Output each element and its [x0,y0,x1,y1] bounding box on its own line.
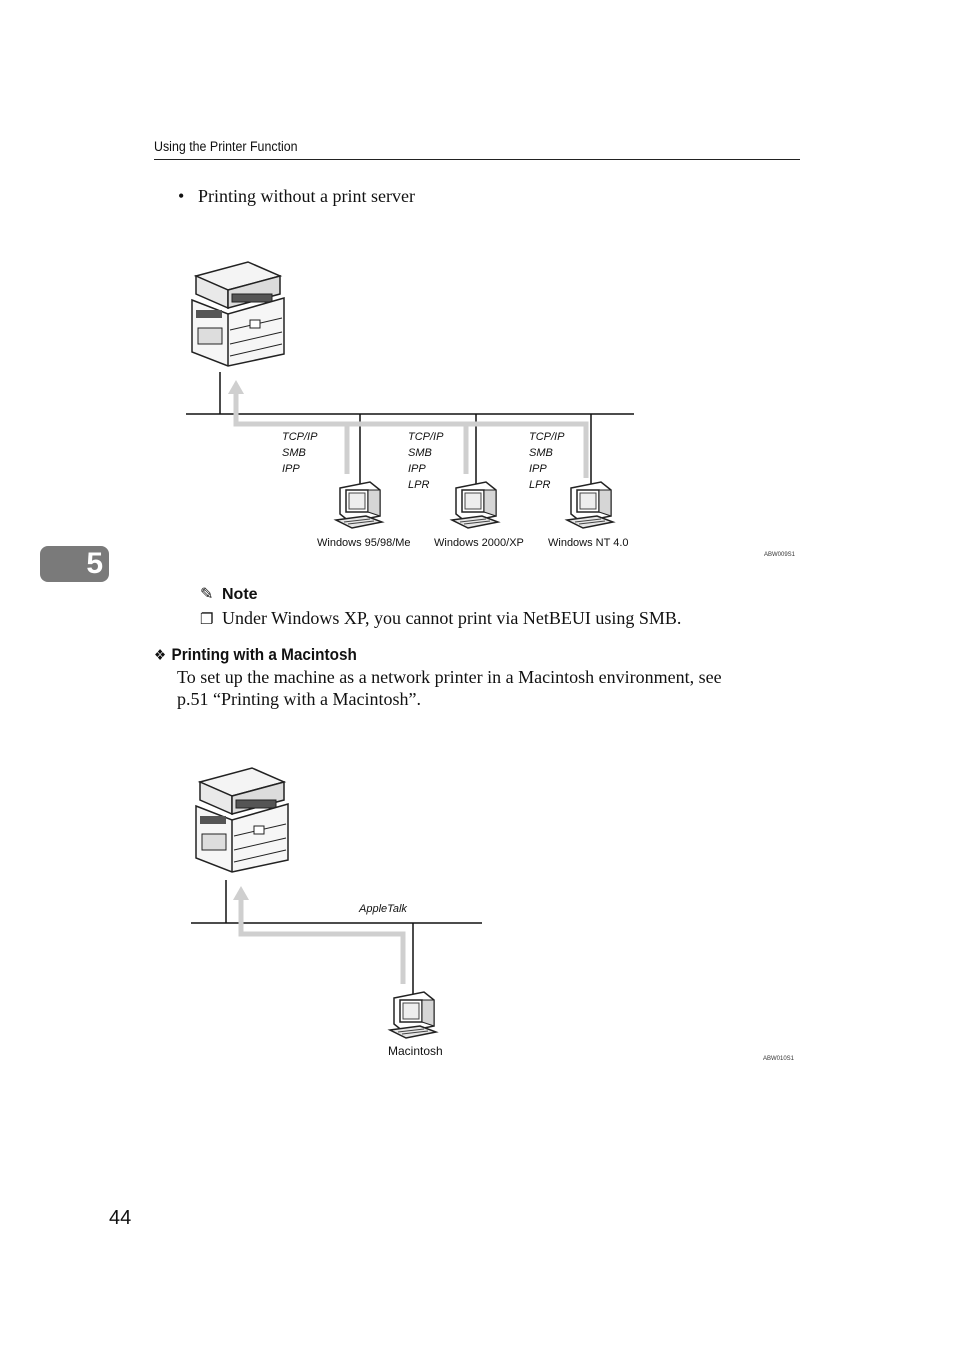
protocol-label: TCP/IP [529,431,565,443]
computer-icon [389,991,437,1039]
note-heading: ✎ Note [200,584,258,604]
client-label: Macintosh [388,1044,443,1058]
section-body-line1: To set up the machine as a network print… [177,667,722,687]
computer-icon [566,481,614,529]
running-header: Using the Printer Function [154,139,298,154]
printer-icon [195,767,289,873]
diamond-bullet-icon: ❖ [154,646,167,664]
printer-icon [191,261,285,367]
client-label: Windows 2000/XP [434,537,524,549]
figure-id: ABW010S1 [763,1056,795,1062]
protocol-label: LPR [408,479,429,491]
bullet-dot: • [178,186,185,206]
protocol-label: IPP [408,463,426,475]
section-heading-text: Printing with a Macintosh [171,645,357,664]
network-diagram-windows: TCP/IP SMB IPP TCP/IP SMB IPP LPR TCP/IP… [186,261,796,558]
protocol-label: SMB [282,447,306,459]
header-rule [154,159,800,160]
protocol-label: IPP [282,463,300,475]
protocol-label: SMB [408,447,432,459]
computer-icon [451,481,499,529]
figure-id: ABW009S1 [764,552,796,558]
note-item: ❐ Under Windows XP, you cannot print via … [200,608,681,629]
page-number: 44 [109,1207,132,1229]
bullet-text: Printing without a print server [198,186,415,206]
section-heading: ❖Printing with a Macintosh [154,645,357,665]
print-flow-arrow [238,896,406,984]
protocol-label: SMB [529,447,553,459]
network-diagram-macintosh: AppleTalk Macintosh ABW010S1 [191,767,795,1062]
bullet-item: • Printing without a print server [178,186,415,207]
section-body-line2: p.51 “Printing with a Macintosh”. [177,689,421,709]
client-label: Windows NT 4.0 [548,537,629,549]
protocol-label: TCP/IP [408,431,444,443]
note-item-text: Under Windows XP, you cannot print via N… [222,608,682,628]
chapter-tab: 5 [40,546,109,582]
protocol-label: LPR [529,479,550,491]
checkbox-icon: ❐ [200,610,214,628]
computer-icon [335,481,383,529]
protocol-label: TCP/IP [282,431,318,443]
protocol-label: AppleTalk [358,903,407,915]
client-label: Windows 95/98/Me [317,537,411,549]
protocol-label: IPP [529,463,547,475]
pencil-icon: ✎ [200,586,214,603]
print-flow-arrow [233,390,589,478]
note-heading-text: Note [222,586,258,603]
